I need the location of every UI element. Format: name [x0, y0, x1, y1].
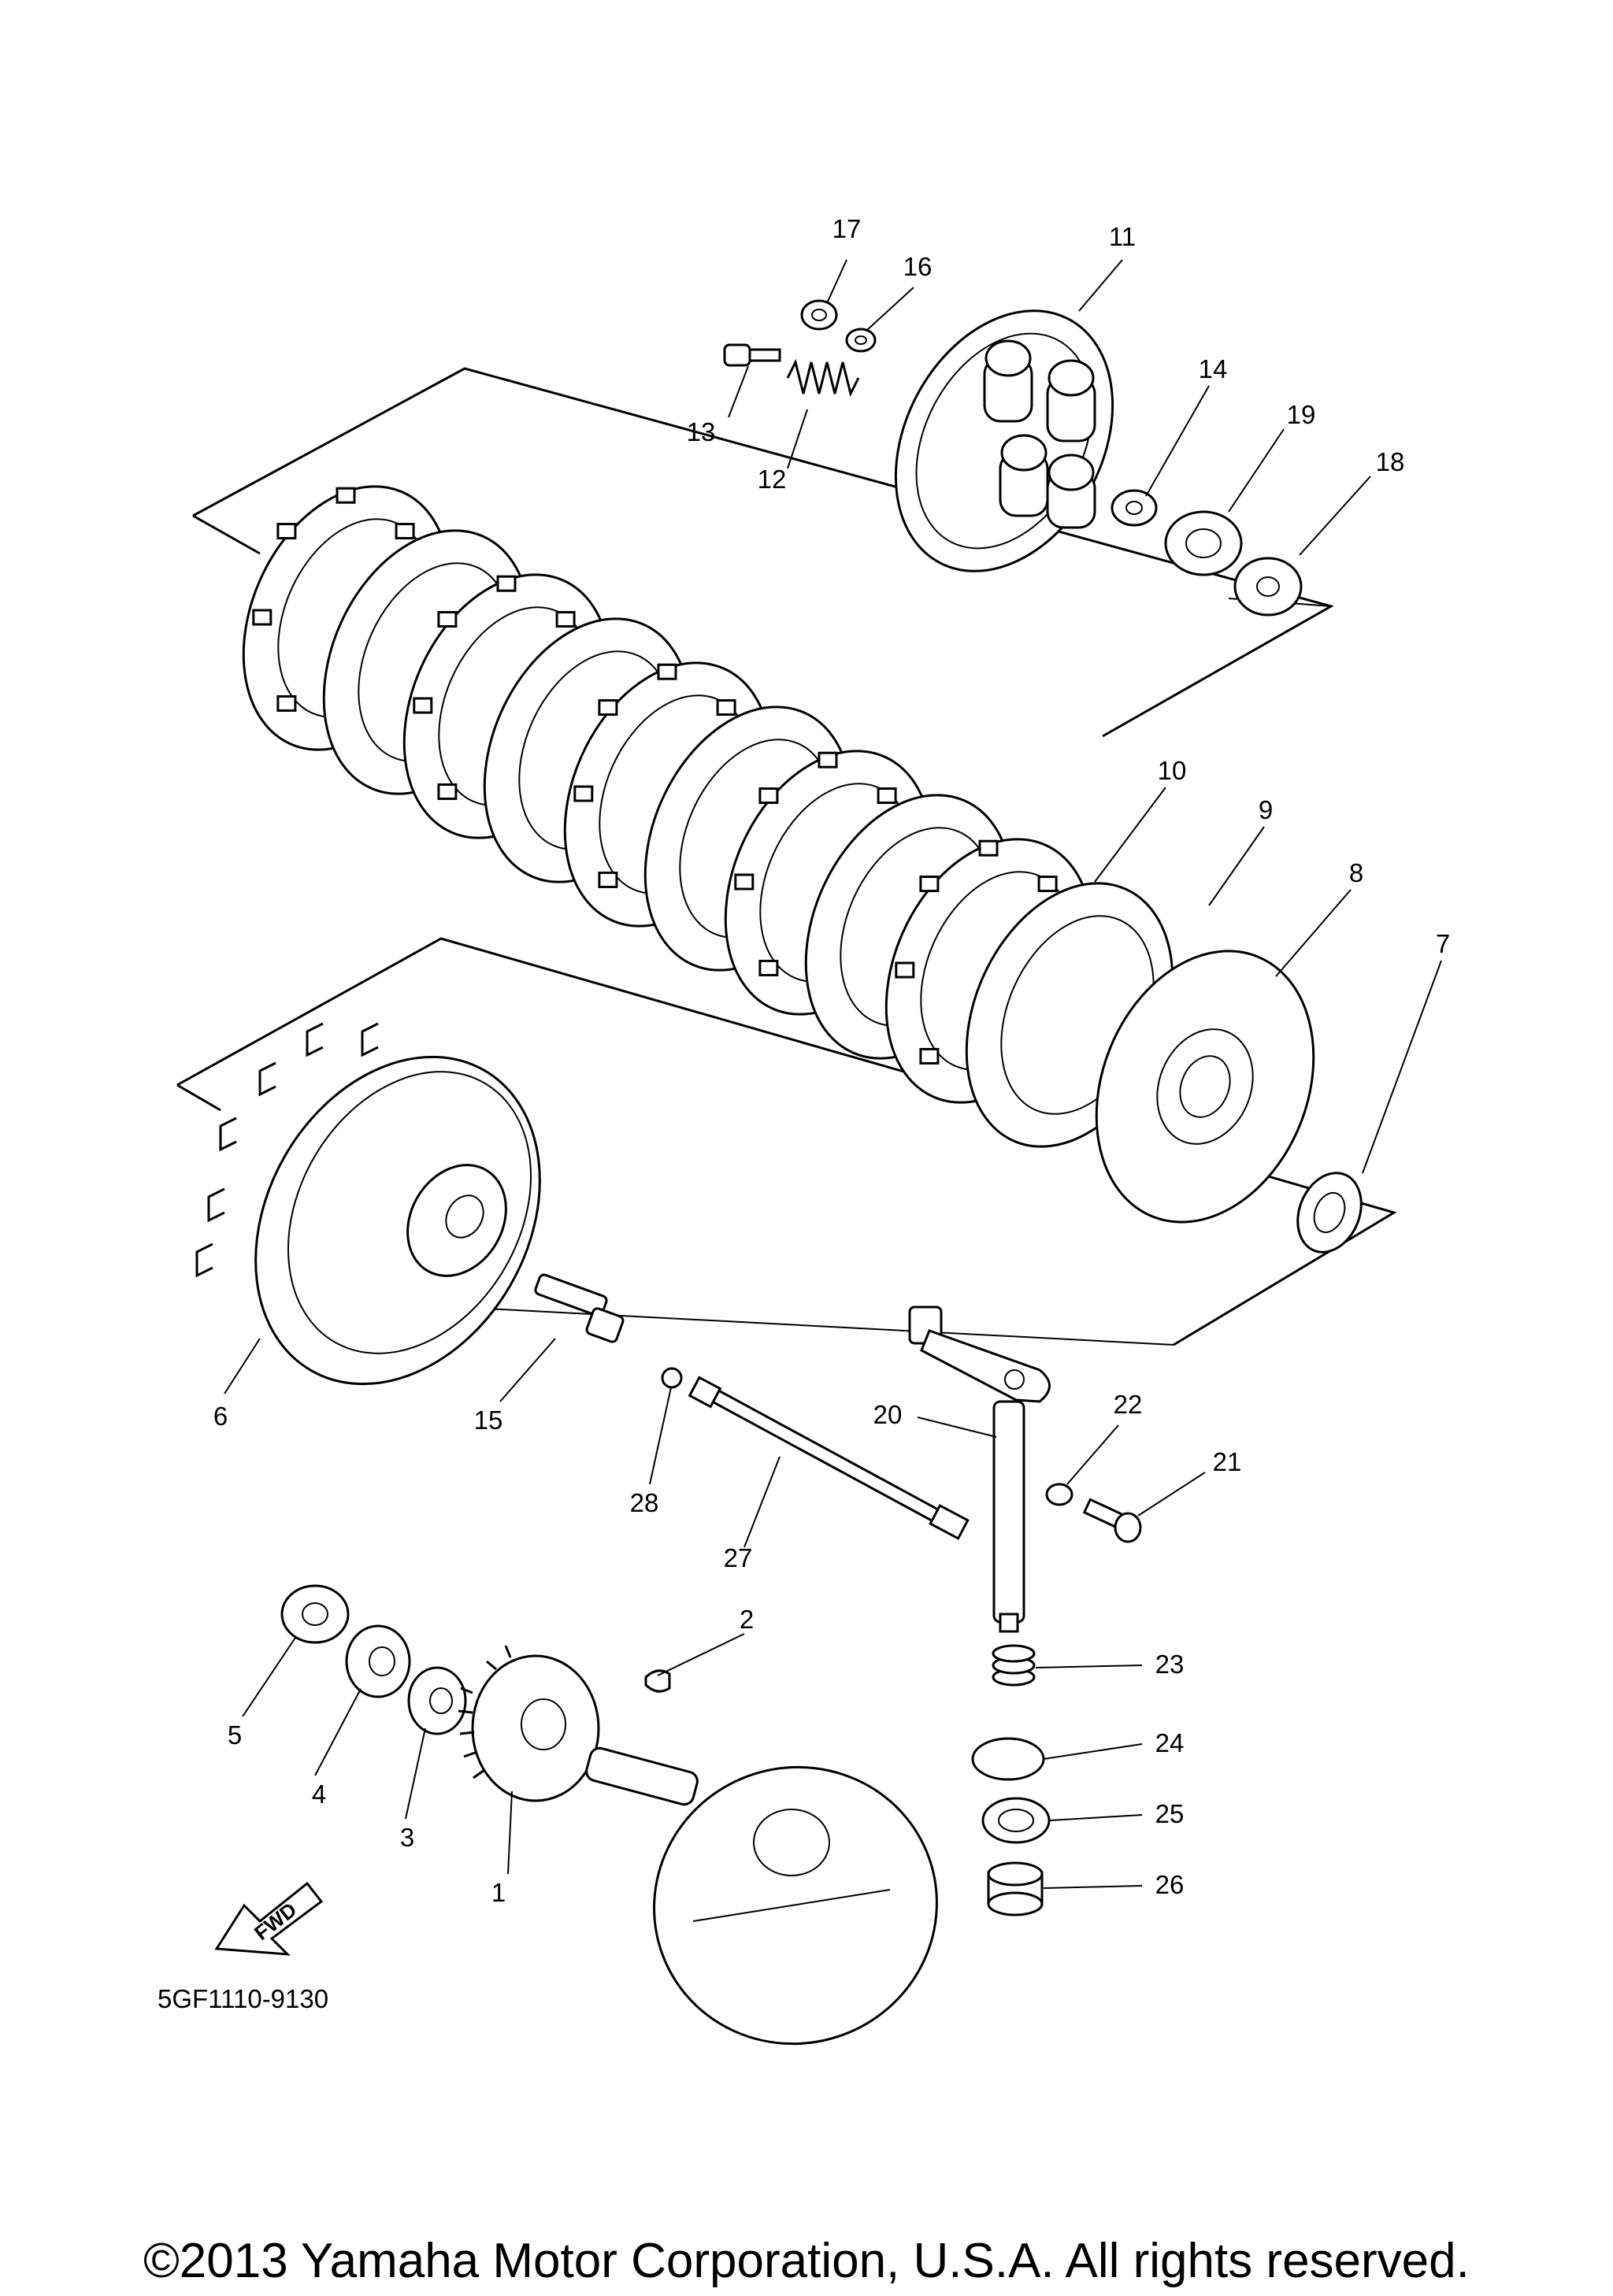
plate-tab	[573, 785, 594, 802]
plate-tab	[978, 839, 999, 857]
callout-5: 5	[228, 1720, 242, 1750]
callout-22: 22	[1114, 1390, 1143, 1419]
nut-17	[800, 299, 838, 331]
oil-seal-25	[981, 1797, 1051, 1844]
plate-tab	[919, 1047, 940, 1065]
plate-tab	[895, 961, 915, 979]
plate-tab	[276, 694, 297, 712]
plate-tab	[555, 611, 576, 628]
callout-3: 3	[400, 1823, 414, 1852]
plate-tab	[657, 663, 677, 680]
callout-23: 23	[1155, 1650, 1185, 1679]
primary-drive-gear	[458, 1645, 600, 1802]
clutch-housing	[195, 1022, 541, 1386]
callout-28: 28	[630, 1488, 659, 1517]
callout-9: 9	[1259, 795, 1273, 824]
plate-tab	[395, 523, 415, 540]
plate-tab	[437, 783, 458, 800]
bolt-21	[1082, 1498, 1142, 1543]
push-rod-15	[534, 1273, 625, 1343]
plate-tab	[276, 523, 297, 540]
callout-13: 13	[687, 417, 716, 446]
callout-labels: 1 2 3 4 5 6 7 8 9 10 11 12 13 14 15 16 1…	[213, 214, 1450, 1907]
pressure-plate	[894, 309, 1114, 572]
plate-4	[345, 1624, 411, 1698]
callout-16: 16	[903, 252, 933, 281]
leader-lines	[224, 259, 1442, 1889]
callout-24: 24	[1155, 1728, 1185, 1757]
callout-6: 6	[213, 1402, 228, 1431]
plate-tab	[336, 487, 356, 504]
washer-22	[1045, 1483, 1073, 1506]
lock-washer-14	[1111, 489, 1158, 527]
plate-tab	[716, 699, 736, 717]
collar-5	[280, 1584, 350, 1644]
plate-tab	[413, 697, 433, 714]
plate-tab	[437, 611, 458, 628]
bolt-13	[723, 343, 781, 367]
push-rod-27	[688, 1376, 970, 1540]
plate-18	[1233, 557, 1303, 617]
plate-tab	[598, 699, 618, 717]
plate-tab	[818, 751, 838, 768]
callout-11: 11	[1109, 222, 1136, 251]
clutch-plate-stack	[242, 485, 1174, 1148]
plate-tab	[496, 575, 517, 592]
callout-8: 8	[1349, 858, 1363, 887]
plate-tab	[734, 873, 755, 891]
callout-10: 10	[1158, 756, 1187, 785]
part-code: 5GF1110-9130	[158, 1984, 328, 2013]
key-2	[644, 1669, 671, 1693]
forward-arrow: FWD	[214, 1881, 324, 1956]
plate-tab	[919, 876, 940, 893]
bearing-19	[1164, 510, 1243, 576]
callout-21: 21	[1213, 1447, 1242, 1476]
callout-15: 15	[474, 1405, 503, 1435]
callout-1: 1	[491, 1878, 506, 1907]
callout-14: 14	[1199, 354, 1228, 383]
push-lever-shaft	[908, 1305, 1051, 1633]
plate-tab	[1037, 876, 1058, 893]
copyright-notice: ©2013 Yamaha Motor Corporation, U.S.A. A…	[143, 2234, 1470, 2288]
plate-tab	[758, 787, 779, 805]
plate-tab	[598, 871, 618, 888]
callout-12: 12	[758, 465, 787, 494]
callout-18: 18	[1376, 447, 1405, 476]
circlip-7	[1296, 1172, 1363, 1254]
callout-17: 17	[832, 214, 862, 243]
callout-27: 27	[724, 1543, 753, 1572]
callout-26: 26	[1155, 1870, 1185, 1899]
plate-tab	[252, 609, 273, 626]
callout-25: 25	[1155, 1799, 1185, 1828]
callout-7: 7	[1436, 929, 1450, 958]
bearing-26	[987, 1861, 1044, 1916]
callout-4: 4	[312, 1779, 326, 1809]
spring-12	[786, 358, 860, 398]
crankshaft	[585, 1746, 938, 2046]
spring-23	[992, 1644, 1036, 1687]
plate-tab	[877, 787, 897, 805]
clutch-boss	[1095, 950, 1315, 1224]
washer-16	[845, 328, 877, 353]
plate-tab	[758, 959, 779, 976]
ball-28	[661, 1367, 683, 1389]
callout-2: 2	[740, 1605, 754, 1634]
circlip-24	[971, 1737, 1045, 1781]
callout-19: 19	[1287, 400, 1316, 429]
washer-3	[407, 1666, 467, 1735]
callout-20: 20	[873, 1400, 903, 1429]
